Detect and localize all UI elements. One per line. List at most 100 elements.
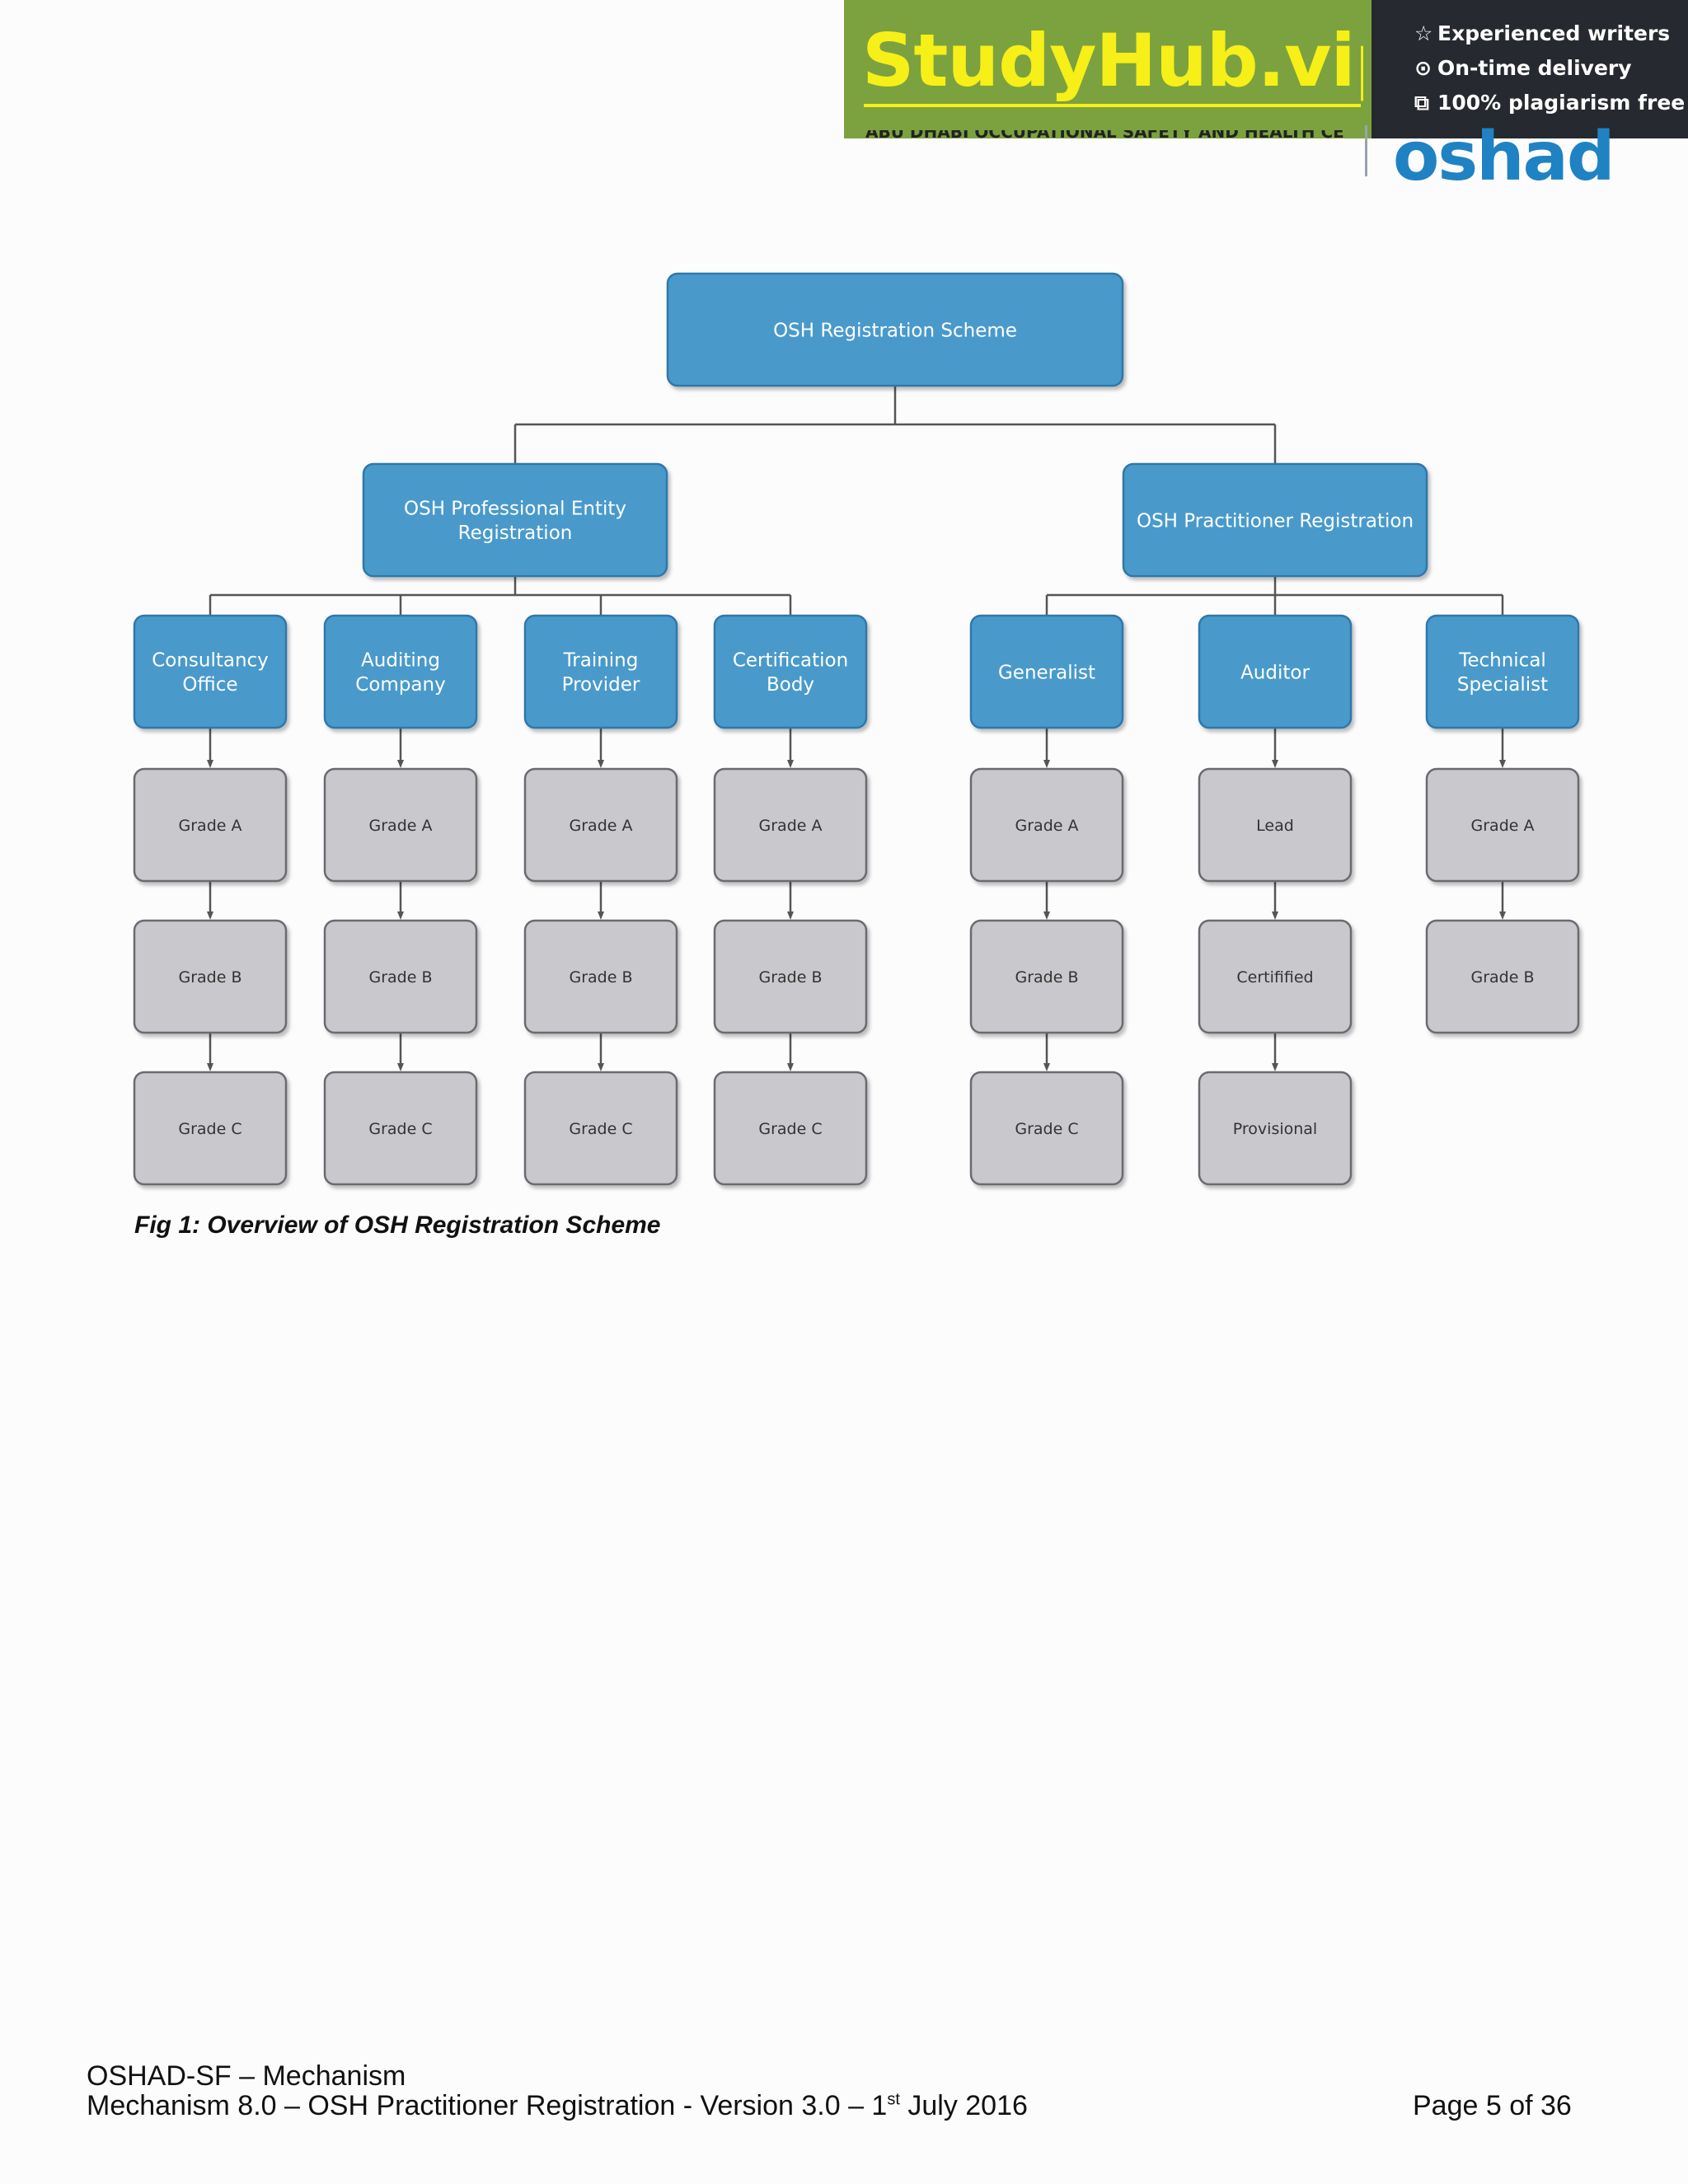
logo-divider: [1365, 125, 1367, 176]
node-practitioner-shape: [1122, 462, 1428, 578]
node-generalist-grade-2-shape: [969, 919, 1124, 1034]
node-training-grade-1-label: Grade A: [570, 817, 633, 835]
node-auditor-grade-2-label: Certifified: [1236, 968, 1313, 987]
node-auditing-label: Auditing: [361, 650, 440, 672]
banner-feature-label: Experienced writers: [1437, 21, 1671, 45]
node-certification-grade-2-label: Grade B: [758, 968, 822, 987]
node-root-shape: [666, 272, 1124, 387]
banner-features-panel: ☆Experienced writers ⊙On-time delivery ⧉…: [1372, 0, 1688, 138]
page-number: Page 5 of 36: [1413, 2090, 1572, 2121]
node-training-grade-2-label: Grade B: [569, 968, 632, 987]
node-auditor-grade-1-shape: [1198, 767, 1353, 883]
node-technical-grade-1-shape: [1425, 767, 1580, 883]
node-generalist-shape: [969, 614, 1124, 729]
node-auditing-grade-2-label: Grade B: [368, 968, 432, 987]
node-certification-grade-3-shape: [713, 1071, 868, 1186]
node-training-grade-2-shape: [523, 919, 678, 1034]
footer-doc-title: Mechanism 8.0 – OSH Practitioner Registr…: [87, 2090, 888, 2121]
node-technical-grade-2-label: Grade B: [1470, 968, 1534, 987]
node-root-label: OSH Registration Scheme: [773, 320, 1017, 341]
node-auditing-label: Company: [355, 674, 445, 696]
node-auditor-grade-3: Provisional: [1198, 1071, 1353, 1186]
node-generalist-grade-2: Grade B: [969, 919, 1124, 1034]
node-auditing-grade-3-label: Grade C: [368, 1120, 432, 1138]
node-practitioner-label: OSH Practitioner Registration: [1137, 510, 1414, 532]
node-auditing-grade-3-shape: [323, 1071, 478, 1186]
banner-feature-label: 100% plagiarism free: [1437, 91, 1686, 115]
node-auditor-grade-3-label: Provisional: [1233, 1120, 1317, 1138]
node-technical-shape: [1425, 614, 1580, 729]
node-technical-label: Specialist: [1457, 674, 1548, 696]
node-auditing-grade-1-shape: [323, 767, 478, 883]
footer-line-1: OSHAD-SF – Mechanism: [87, 2060, 406, 2092]
node-training-grade-3-label: Grade C: [569, 1120, 632, 1138]
organisation-header-partial: ABU DHABI OCCUPATIONAL SAFETY AND HEALTH…: [865, 130, 1343, 140]
node-entity-label: Registration: [458, 523, 573, 544]
node-technical-grade-1-label: Grade A: [1471, 817, 1535, 835]
advert-banner[interactable]: StudyHub.vip ☆Experienced writers ⊙On-ti…: [844, 0, 1688, 138]
node-generalist-grade-3-label: Grade C: [1015, 1120, 1078, 1138]
node-consultancy-grade-2-label: Grade B: [178, 968, 241, 987]
node-auditing-grade-1: Grade A: [323, 767, 478, 883]
node-consultancy-shape: [133, 614, 288, 729]
node-consultancy-grade-1-shape: [133, 767, 288, 883]
node-training-shape: [523, 614, 678, 729]
node-certification-grade-1: Grade A: [713, 767, 868, 883]
clock-icon: ⊙: [1414, 56, 1432, 80]
star-icon: ☆: [1414, 21, 1433, 45]
node-generalist-grade-1: Grade A: [969, 767, 1124, 883]
node-consultancy-grade-2-shape: [133, 919, 288, 1034]
node-generalist-grade-2-label: Grade B: [1015, 968, 1078, 987]
node-certification-grade-2-shape: [713, 919, 868, 1034]
node-entity-label: OSH Professional Entity: [404, 499, 626, 520]
node-training-label: Provider: [562, 674, 640, 696]
node-generalist-grade-1-label: Grade A: [1015, 817, 1079, 835]
node-entity-shape: [362, 462, 668, 578]
node-generalist-grade-1-shape: [969, 767, 1124, 883]
copy-icon: ⧉: [1414, 91, 1429, 115]
node-training-grade-3: Grade C: [523, 1071, 678, 1186]
node-generalist-grade-3-shape: [969, 1071, 1124, 1186]
node-auditor-grade-1-label: Lead: [1256, 817, 1294, 835]
node-technical-grade-2: Grade B: [1425, 919, 1580, 1034]
node-auditor-grade-3-shape: [1198, 1071, 1353, 1186]
node-root: OSH Registration Scheme: [666, 272, 1124, 387]
node-training-grade-1-shape: [523, 767, 678, 883]
node-auditor-grade-1: Lead: [1198, 767, 1353, 883]
node-training-label: Training: [563, 650, 639, 672]
node-auditor: Auditor: [1198, 614, 1353, 729]
node-auditing-grade-2-shape: [323, 919, 478, 1034]
node-auditing-grade-3: Grade C: [323, 1071, 478, 1186]
footer-line-2: Mechanism 8.0 – OSH Practitioner Registr…: [87, 2090, 1028, 2122]
banner-brand-underline: [864, 104, 1361, 107]
node-consultancy-grade-1: Grade A: [133, 767, 288, 883]
node-training-grade-3-shape: [523, 1071, 678, 1186]
node-technical-grade-1: Grade A: [1425, 767, 1580, 883]
node-certification-grade-3-label: Grade C: [758, 1120, 822, 1138]
banner-feature-plagiarism: ⧉ 100% plagiarism free: [1414, 91, 1685, 115]
node-generalist-grade-3: Grade C: [969, 1071, 1124, 1186]
node-consultancy-grade-2: Grade B: [133, 919, 288, 1034]
node-certification-grade-3: Grade C: [713, 1071, 868, 1186]
node-certification-grade-1-shape: [713, 767, 868, 883]
node-consultancy-grade-3-shape: [133, 1071, 288, 1186]
footer-date-tail: July 2016: [899, 2090, 1028, 2121]
node-certification-shape: [713, 614, 868, 729]
node-auditing-grade-2: Grade B: [323, 919, 478, 1034]
node-auditor-label: Auditor: [1240, 662, 1310, 683]
node-consultancy-grade-3-label: Grade C: [178, 1120, 241, 1138]
node-consultancy-label: Office: [182, 674, 237, 696]
node-certification-grade-2: Grade B: [713, 919, 868, 1034]
node-consultancy-label: Consultancy: [152, 650, 269, 672]
banner-feature-delivery: ⊙On-time delivery: [1414, 56, 1632, 80]
figure-caption: Fig 1: Overview of OSH Registration Sche…: [134, 1212, 661, 1239]
node-certification-grade-1-label: Grade A: [759, 817, 823, 835]
node-practitioner: OSH Practitioner Registration: [1122, 462, 1428, 578]
node-technical-grade-2-shape: [1425, 919, 1580, 1034]
